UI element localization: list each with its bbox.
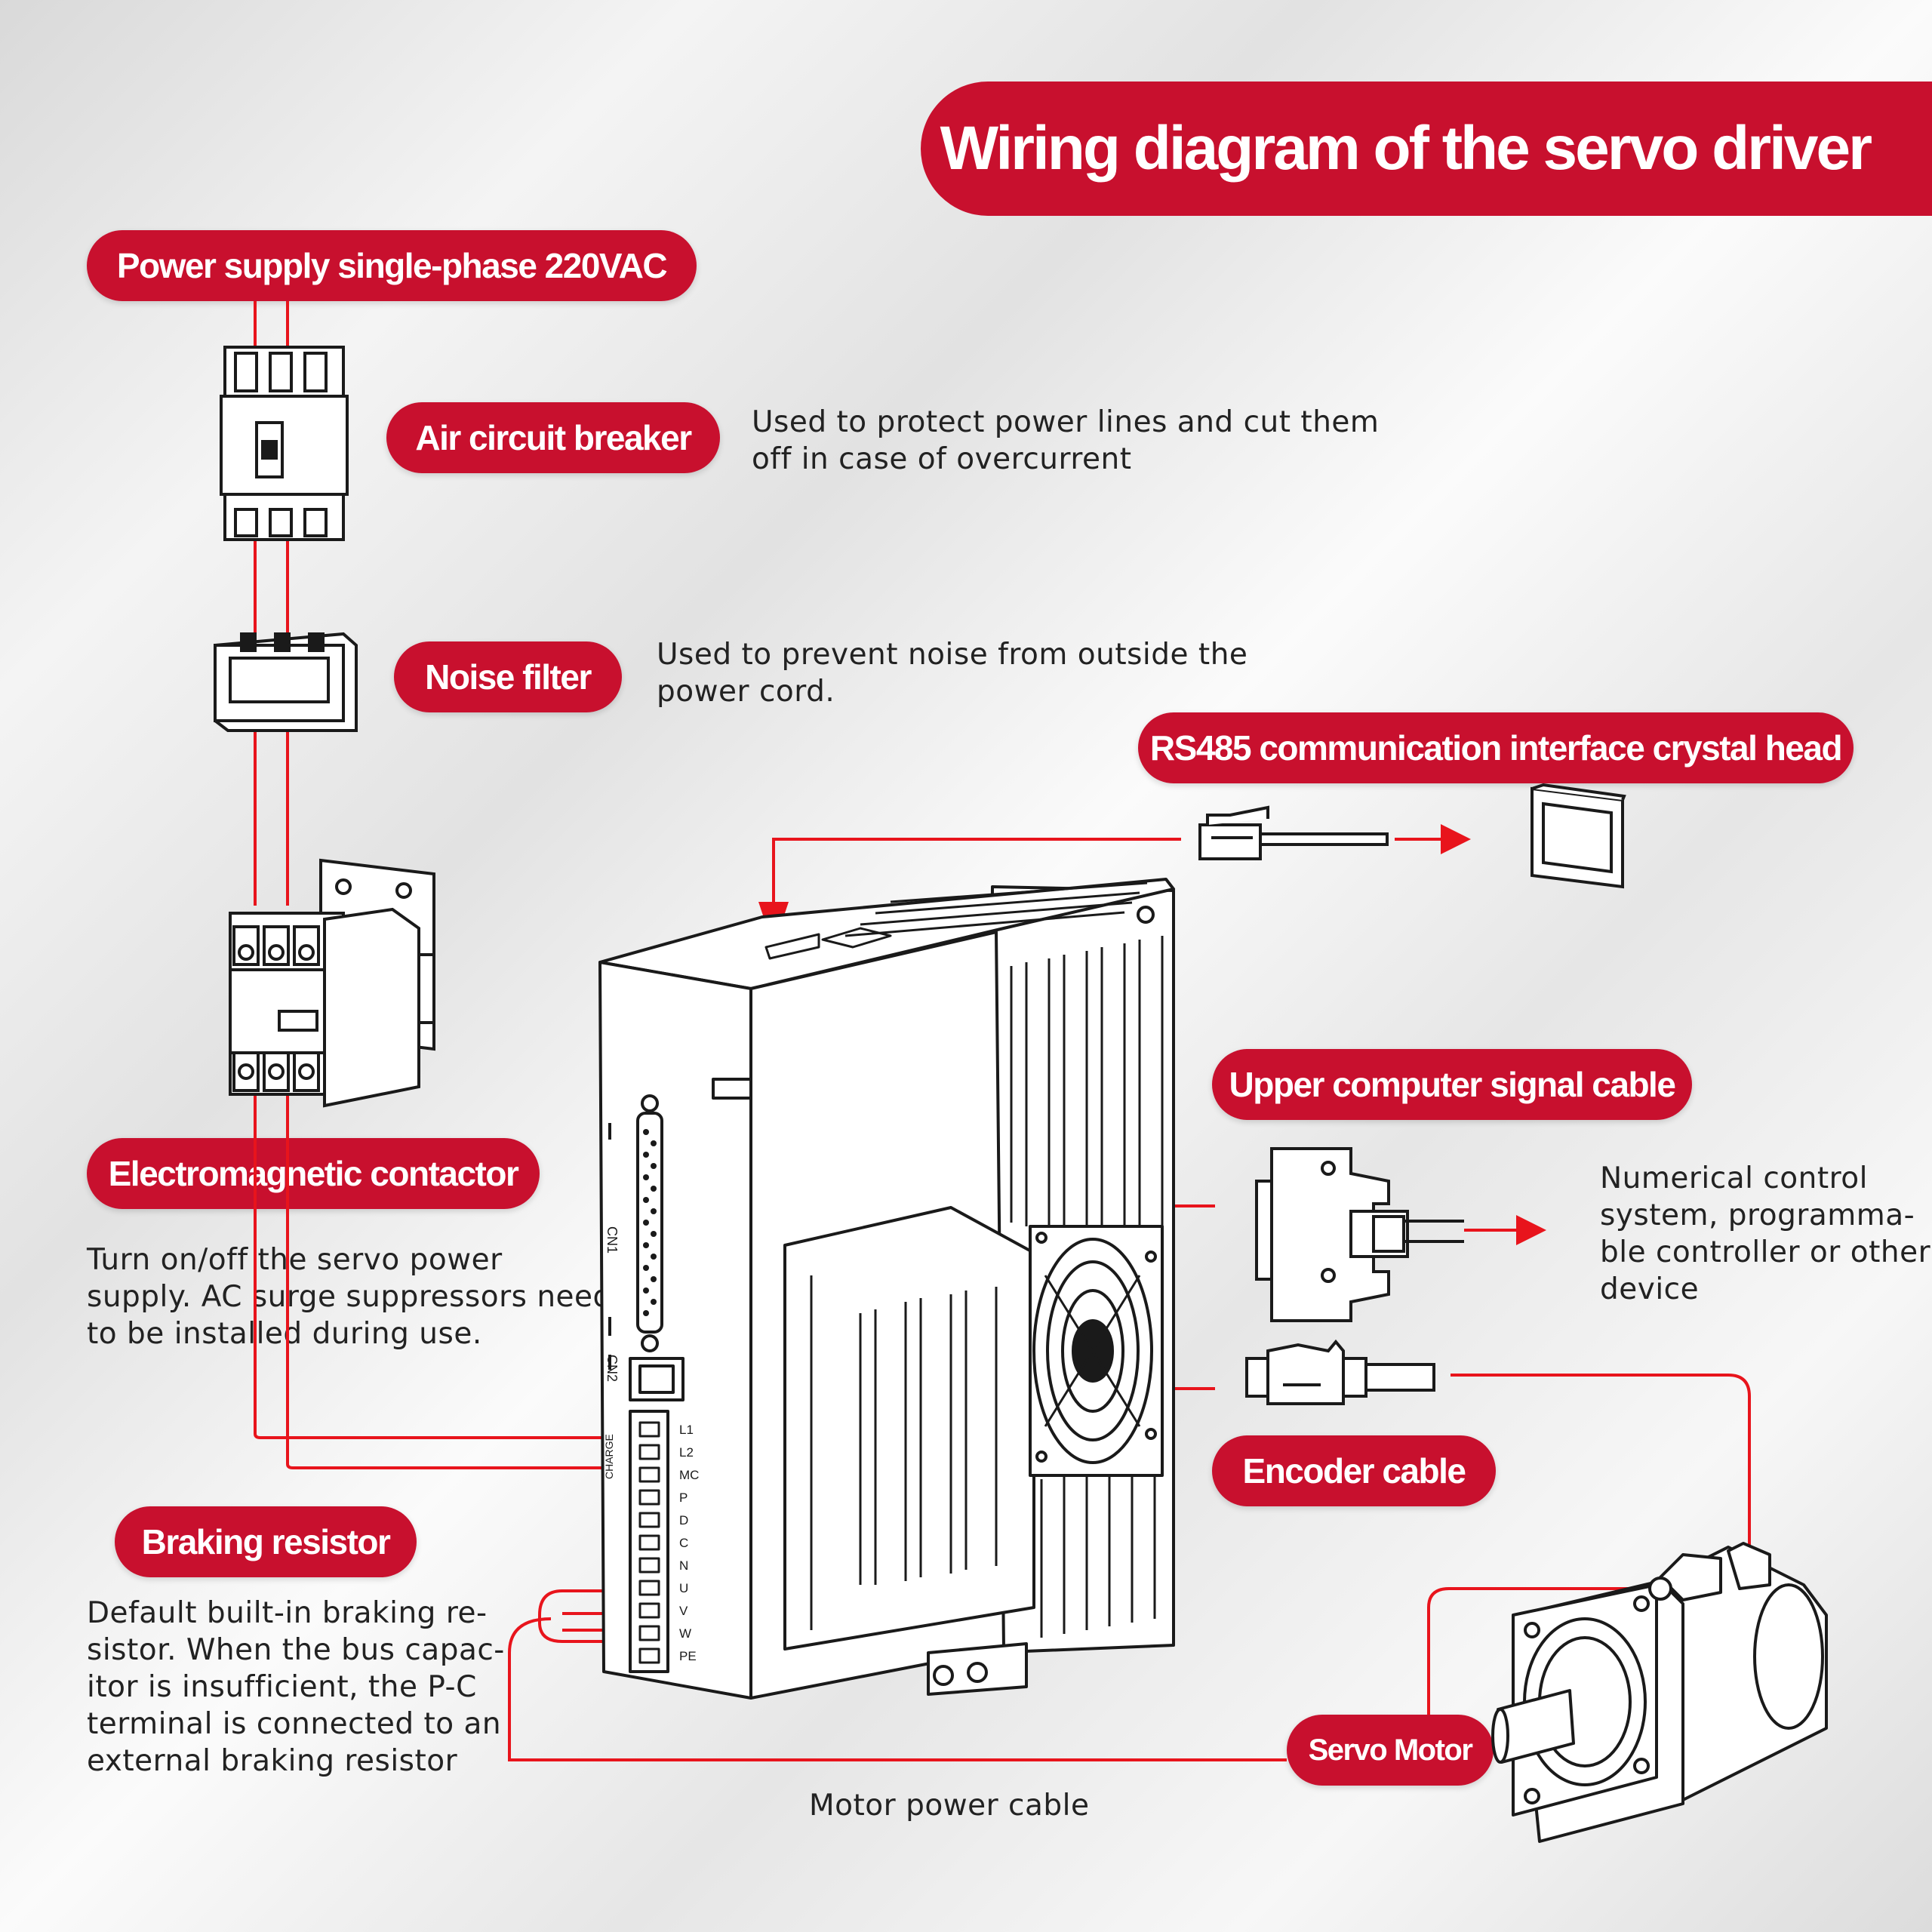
motor-power-cable xyxy=(508,1587,1660,1761)
label-noise-filter-text: Noise filter xyxy=(425,657,592,697)
label-encoder-cable-text: Encoder cable xyxy=(1242,1451,1466,1491)
page-title-text: Wiring diagram of the servo driver xyxy=(940,114,1872,183)
label-braking-resistor-text: Braking resistor xyxy=(141,1522,391,1561)
desc-line: Default built-in braking re- xyxy=(87,1596,488,1630)
rs485-wire xyxy=(772,838,1181,928)
noise-filter-icon xyxy=(214,632,358,732)
desc-line: supply. AC surge suppressors need xyxy=(87,1280,612,1314)
label-air-circuit-breaker-text: Air circuit breaker xyxy=(415,418,692,457)
label-rs485-text: RS485 communication interface crystal he… xyxy=(1149,728,1843,768)
desc-line: Numerical control xyxy=(1600,1161,1869,1195)
desc-braking: Default built-in braking re- sistor. Whe… xyxy=(87,1595,505,1780)
terminal-label: C xyxy=(679,1536,688,1550)
label-rs485: RS485 communication interface crystal he… xyxy=(1138,712,1854,783)
desc-line: external braking resistor xyxy=(87,1744,458,1778)
label-air-circuit-breaker: Air circuit breaker xyxy=(386,402,720,473)
desc-motor-power-cable: Motor power cable xyxy=(809,1787,1089,1824)
desc-line: Used to protect power lines and cut them xyxy=(752,405,1380,439)
terminal-label: PE xyxy=(679,1649,697,1663)
servo-motor-icon xyxy=(1491,1542,1828,1843)
terminal-labels: L1 L2 MC P D C N U V W PE xyxy=(679,1423,699,1663)
cn1-label: CN1 xyxy=(605,1226,620,1254)
page-title: Wiring diagram of the servo driver xyxy=(921,82,1932,216)
terminal-label: L1 xyxy=(679,1423,694,1437)
desc-line: itor is insufficient, the P-C xyxy=(87,1670,477,1704)
label-braking-resistor: Braking resistor xyxy=(115,1506,417,1577)
desc-contactor: Turn on/off the servo power supply. AC s… xyxy=(87,1241,612,1352)
terminal-label: P xyxy=(679,1491,688,1505)
power-wires xyxy=(254,301,645,1469)
desc-line: Used to prevent noise from outside the xyxy=(657,638,1248,672)
terminal-label: W xyxy=(679,1626,691,1641)
terminal-label: V xyxy=(679,1604,688,1618)
label-upper-computer-text: Upper computer signal cable xyxy=(1229,1065,1676,1104)
rs485-plug-icon xyxy=(1198,805,1389,860)
terminal-label: U xyxy=(679,1581,688,1595)
encoder-cable-wire xyxy=(1451,1374,1751,1547)
cn2-label: CN2 xyxy=(605,1355,620,1382)
rs485-port-icon xyxy=(1531,783,1626,889)
label-contactor-text: Electromagnetic contactor xyxy=(108,1154,519,1193)
label-upper-computer: Upper computer signal cable xyxy=(1212,1049,1692,1120)
terminal-label: L2 xyxy=(679,1445,694,1460)
charge-label: CHARGE xyxy=(603,1434,615,1479)
servo-driver-icon xyxy=(598,878,1175,1700)
label-servo-motor: Servo Motor xyxy=(1287,1715,1494,1786)
encoder-connector-icon xyxy=(1245,1339,1435,1405)
desc-line: to be installed during use. xyxy=(87,1317,482,1351)
desc-noise-filter: Used to prevent noise from outside the p… xyxy=(657,636,1247,710)
label-servo-motor-text: Servo Motor xyxy=(1308,1733,1473,1767)
desc-upper-computer: Numerical control system, programma- ble… xyxy=(1600,1160,1930,1308)
label-power-supply: Power supply single-phase 220VAC xyxy=(87,230,697,301)
desc-line: ble controller or other xyxy=(1600,1235,1931,1269)
desc-line: system, programma- xyxy=(1600,1198,1915,1232)
desc-air-breaker: Used to protect power lines and cut them… xyxy=(752,404,1379,478)
terminal-label: D xyxy=(679,1513,688,1527)
label-noise-filter: Noise filter xyxy=(394,641,622,712)
air-circuit-breaker-icon xyxy=(220,346,349,541)
desc-line: off in case of overcurrent xyxy=(752,442,1132,476)
desc-line: terminal is connected to an xyxy=(87,1707,502,1741)
label-encoder-cable: Encoder cable xyxy=(1212,1435,1496,1506)
label-contactor: Electromagnetic contactor xyxy=(87,1138,540,1209)
contactor-icon xyxy=(229,858,435,1108)
desc-line: sistor. When the bus capac- xyxy=(87,1633,505,1667)
desc-line: Turn on/off the servo power xyxy=(87,1243,503,1277)
terminal-label: N xyxy=(679,1558,688,1573)
terminal-label: MC xyxy=(679,1468,699,1482)
desc-line: power cord. xyxy=(657,675,835,709)
label-power-supply-text: Power supply single-phase 220VAC xyxy=(116,246,668,285)
upper-computer-connector-icon xyxy=(1255,1147,1464,1322)
desc-line: Motor power cable xyxy=(809,1789,1090,1823)
desc-line: device xyxy=(1600,1272,1700,1306)
